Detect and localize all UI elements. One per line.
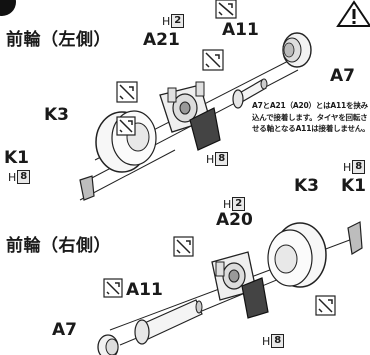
hardness-value: 2 [232, 197, 246, 211]
part-k-dark-top [189, 107, 221, 151]
glue-icon [173, 236, 194, 257]
label-a11-bottom: A11 [126, 280, 163, 300]
glue-icon [315, 295, 336, 316]
hardness-value: 2 [171, 14, 185, 28]
label-a21: A21 [143, 30, 180, 50]
label-a7-top: A7 [330, 66, 355, 86]
step-marker [0, 0, 16, 16]
hardness-prefix: H [8, 170, 17, 184]
part-k3-bottom [267, 222, 327, 288]
title-front-right: 前輪（右側） [6, 236, 111, 256]
hardness-prefix: H [262, 334, 271, 348]
part-a7-top [282, 32, 312, 68]
glue-icon [215, 0, 237, 19]
hardness-value: 8 [17, 170, 31, 184]
part-k-dark-bottom [241, 277, 269, 319]
glue-icon [103, 278, 123, 298]
label-a7-bottom: A7 [52, 320, 77, 340]
warning-icon [336, 0, 370, 27]
label-a20: A20 [216, 210, 253, 230]
glue-icon [116, 116, 136, 136]
part-a11-bottom [134, 299, 203, 345]
glue-icon [116, 81, 138, 103]
part-a11-top [232, 78, 268, 109]
label-k1-top: K1 [4, 148, 30, 168]
part-k1-top [79, 175, 95, 201]
label-k1-bottom: K1 [341, 176, 367, 196]
hardness-prefix: H [223, 197, 232, 211]
part-k1-bottom [347, 221, 363, 255]
hardness-value: 8 [215, 152, 229, 166]
label-a11-top: A11 [222, 20, 259, 40]
hardness-value: 8 [271, 334, 285, 348]
part-a7-bottom [97, 334, 119, 355]
label-k3-bottom: K3 [294, 176, 320, 196]
label-k3-top: K3 [44, 105, 70, 125]
assembly-note: A7とA21（A20）とはA11を挟み込んで接着します。タイヤを回転させる軸とな… [252, 101, 370, 133]
hardness-prefix: H [343, 160, 352, 174]
hardness-prefix: H [206, 152, 215, 166]
title-front-left: 前輪（左側） [6, 30, 111, 50]
hardness-value: 8 [352, 160, 366, 174]
hardness-prefix: H [162, 14, 171, 28]
glue-icon [202, 49, 224, 71]
